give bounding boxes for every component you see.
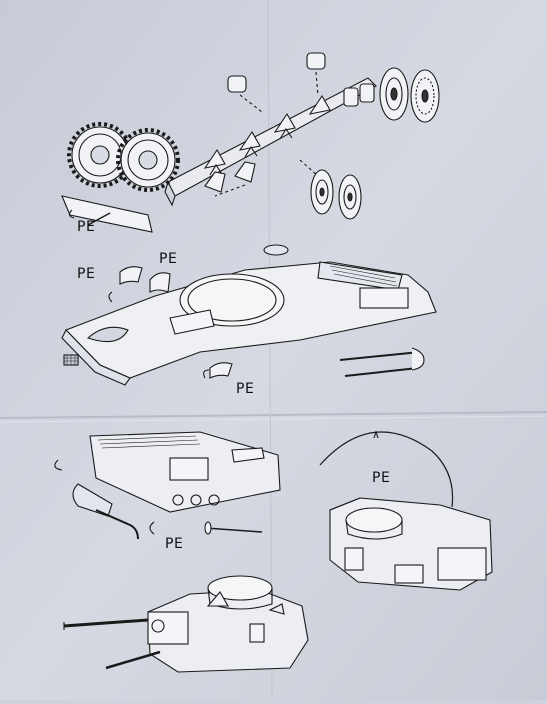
rear-hull-assembly — [54, 431, 281, 540]
pe-fender-1 — [119, 266, 143, 285]
fold-crease-highlight — [0, 415, 547, 423]
gun-mantlet — [147, 611, 189, 645]
pe-label-fender-right: PE — [159, 251, 178, 267]
commander-cupola — [345, 507, 403, 533]
drive-sprocket-2 — [116, 128, 180, 192]
return-rollers — [227, 52, 375, 107]
turret-assembly — [319, 430, 493, 591]
rear-stowage-box — [169, 457, 209, 481]
pe-fender-2 — [149, 272, 171, 293]
pe-antenna-rail — [319, 431, 454, 508]
pe-fender-3 — [209, 362, 233, 379]
fold-crease — [0, 411, 547, 419]
turret-bin — [437, 547, 487, 581]
vision-port — [394, 564, 424, 584]
pe-label-fender-front: PE — [236, 381, 255, 397]
suspension-assembly — [61, 52, 440, 233]
road-wheel-2 — [338, 174, 362, 220]
fold-crease-vertical — [267, 0, 273, 701]
road-wheel-1 — [310, 169, 334, 215]
idler-wheel-2 — [410, 69, 440, 123]
pe-label-rear-hooks: PE — [165, 536, 184, 552]
mg-barrel — [105, 650, 161, 670]
hull-top-assembly — [61, 244, 437, 386]
idler-wheel-1 — [379, 67, 409, 121]
hatch-cap — [263, 244, 289, 256]
pe-label-fender-left: PE — [77, 266, 96, 282]
pe-label-plate: PE — [77, 219, 96, 235]
stowage-box — [359, 287, 409, 309]
main-gun-barrel — [63, 618, 149, 628]
bogie-brackets — [203, 94, 331, 169]
tow-cable — [339, 351, 421, 377]
antenna-rod — [204, 527, 263, 533]
small-turret-assembly — [63, 575, 309, 673]
exhaust-muffler — [72, 483, 113, 517]
pe-label-turret-rail: PE — [372, 470, 391, 486]
